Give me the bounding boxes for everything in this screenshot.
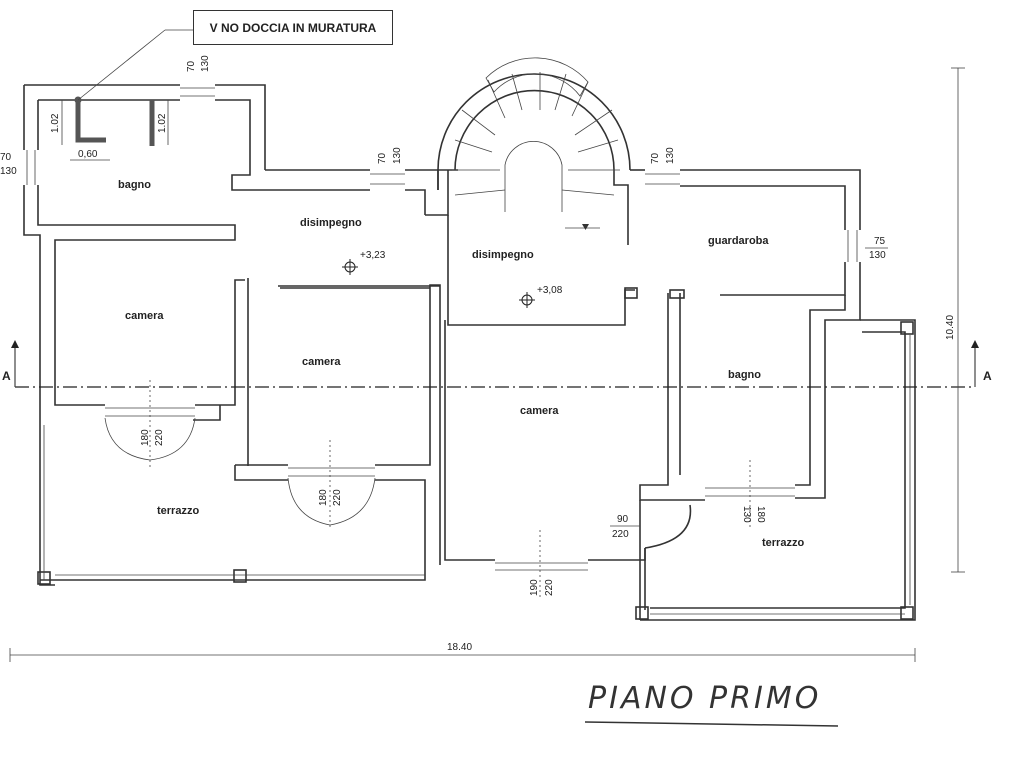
level-center: +3,08 — [537, 285, 563, 296]
dim-win-disimp-a: 70 — [377, 152, 388, 164]
dim-win-right-a: 75 — [874, 236, 886, 247]
room-label-bagno-right: bagno — [728, 369, 761, 381]
dim-win-bagno-a: 130 — [741, 506, 752, 523]
level-left: +3,23 — [360, 250, 386, 261]
room-label-terrazzo-left: terrazzo — [157, 505, 199, 517]
room-label-guardaroba: guardaroba — [708, 235, 769, 247]
section-label-right: A — [983, 369, 992, 383]
dim-win-disimp-b: 130 — [392, 147, 403, 164]
room-label-disimpegno-center: disimpegno — [472, 249, 534, 261]
dim-door-bottom-b: 220 — [544, 579, 555, 596]
door-swings — [104, 380, 751, 600]
dim-win-bagno-b: 180 — [755, 506, 766, 523]
room-label-camera-center: camera — [520, 405, 559, 417]
room-label-terrazzo-right: terrazzo — [762, 537, 804, 549]
overall-dimensions — [9, 67, 965, 662]
dim-door-right-b: 220 — [612, 529, 629, 540]
spiral-stair — [452, 57, 620, 230]
room-label-camera-left: camera — [125, 310, 164, 322]
dim-win-left-b: 130 — [0, 166, 17, 177]
dim-win-right-b: 130 — [869, 250, 886, 261]
dim-win-top-left-b: 130 — [200, 55, 211, 72]
dim-shower-h2: 1.02 — [157, 113, 168, 133]
dim-door-left-a: 180 — [140, 429, 151, 446]
dim-total-height: 10.40 — [945, 315, 956, 340]
room-label-bagno-left: bagno — [118, 179, 151, 191]
dim-door-left-b: 220 — [154, 429, 165, 446]
dim-total-width: 18.40 — [447, 642, 472, 653]
title-underline — [584, 721, 839, 727]
dim-shower-h1: 1.02 — [50, 113, 61, 133]
dim-door-bottom-a: 190 — [529, 579, 540, 596]
note-box: V NO DOCCIA IN MURATURA — [193, 10, 393, 45]
plan-title: PIANO PRIMO — [588, 681, 821, 716]
dim-door-mid-b: 220 — [332, 489, 343, 506]
room-label-disimpegno-left: disimpegno — [300, 217, 362, 229]
dim-win-left-a: 70 — [0, 152, 12, 163]
section-line — [11, 340, 979, 388]
dim-door-mid-a: 180 — [318, 489, 329, 506]
level-markers — [342, 259, 535, 308]
dim-door-right-a: 90 — [617, 514, 629, 525]
walls — [23, 73, 916, 621]
dim-win-top-left-a: 70 — [186, 60, 197, 72]
windows — [26, 87, 911, 615]
section-label-left: A — [2, 369, 11, 383]
dim-win-guard-a: 70 — [650, 152, 661, 164]
dim-win-guard-b: 130 — [665, 147, 676, 164]
shower-walls — [61, 29, 193, 161]
room-label-camera-mid: camera — [302, 356, 341, 368]
dim-shower-w: 0,60 — [78, 149, 98, 160]
